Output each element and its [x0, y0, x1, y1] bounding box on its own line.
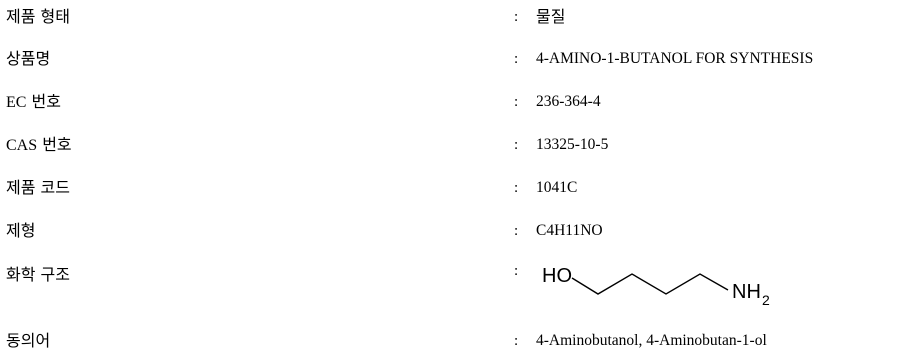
value-ec-number: 236-364-4: [536, 93, 601, 110]
row-chemical-structure: 화학 구조 :: [0, 263, 916, 294]
structure-carbon-chain: [571, 273, 729, 295]
row-synonyms: 동의어 : 4-Aminobutanol, 4-Aminobutan-1-ol: [0, 330, 916, 360]
row-product-form: 제품 형태 : 물질: [0, 6, 916, 36]
value-synonyms: 4-Aminobutanol, 4-Aminobutan-1-ol: [536, 332, 767, 349]
value-formula: C4H11NO: [536, 222, 603, 239]
value-product-code: 1041C: [536, 179, 578, 196]
label-ec-number: EC 번호: [6, 91, 61, 114]
separator-colon: :: [514, 263, 519, 279]
label-ec-kr: 번호: [26, 92, 61, 111]
row-cas-number: CAS 번호 : 13325-10-5: [0, 134, 916, 164]
label-formula: 제형: [6, 221, 36, 240]
structure-ho-label: HO: [542, 265, 572, 287]
label-synonyms: 동의어: [6, 331, 51, 350]
row-formula: 제형 : C4H11NO: [0, 220, 916, 250]
row-product-name: 상품명 : 4-AMINO-1-BUTANOL FOR SYNTHESIS: [0, 48, 916, 78]
row-ec-number: EC 번호 : 236-364-4: [0, 91, 916, 121]
separator-colon: :: [514, 94, 519, 110]
label-cas-number: CAS 번호: [6, 134, 72, 157]
value-product-form: 물질: [536, 7, 566, 26]
separator-colon: :: [514, 137, 519, 153]
separator-colon: :: [514, 223, 519, 239]
chemical-structure-diagram: HO NH 2: [542, 265, 770, 306]
label-product-code: 제품 코드: [6, 178, 70, 197]
label-ec-latin: EC: [6, 94, 27, 111]
separator-colon: :: [514, 51, 519, 67]
value-product-name: 4-AMINO-1-BUTANOL FOR SYNTHESIS: [536, 50, 814, 67]
label-product-form: 제품 형태: [6, 7, 70, 26]
label-cas-latin: CAS: [6, 137, 38, 154]
structure-subscript-label: 2: [762, 292, 770, 306]
value-cas-number: 13325-10-5: [536, 136, 609, 153]
label-cas-kr: 번호: [37, 135, 72, 154]
separator-colon: :: [514, 9, 519, 25]
row-product-code: 제품 코드 : 1041C: [0, 177, 916, 207]
label-chemical-structure: 화학 구조: [6, 265, 70, 284]
separator-colon: :: [514, 180, 519, 196]
label-product-name: 상품명: [6, 49, 51, 68]
structure-nh-label: NH: [732, 281, 761, 303]
separator-colon: :: [514, 333, 519, 349]
